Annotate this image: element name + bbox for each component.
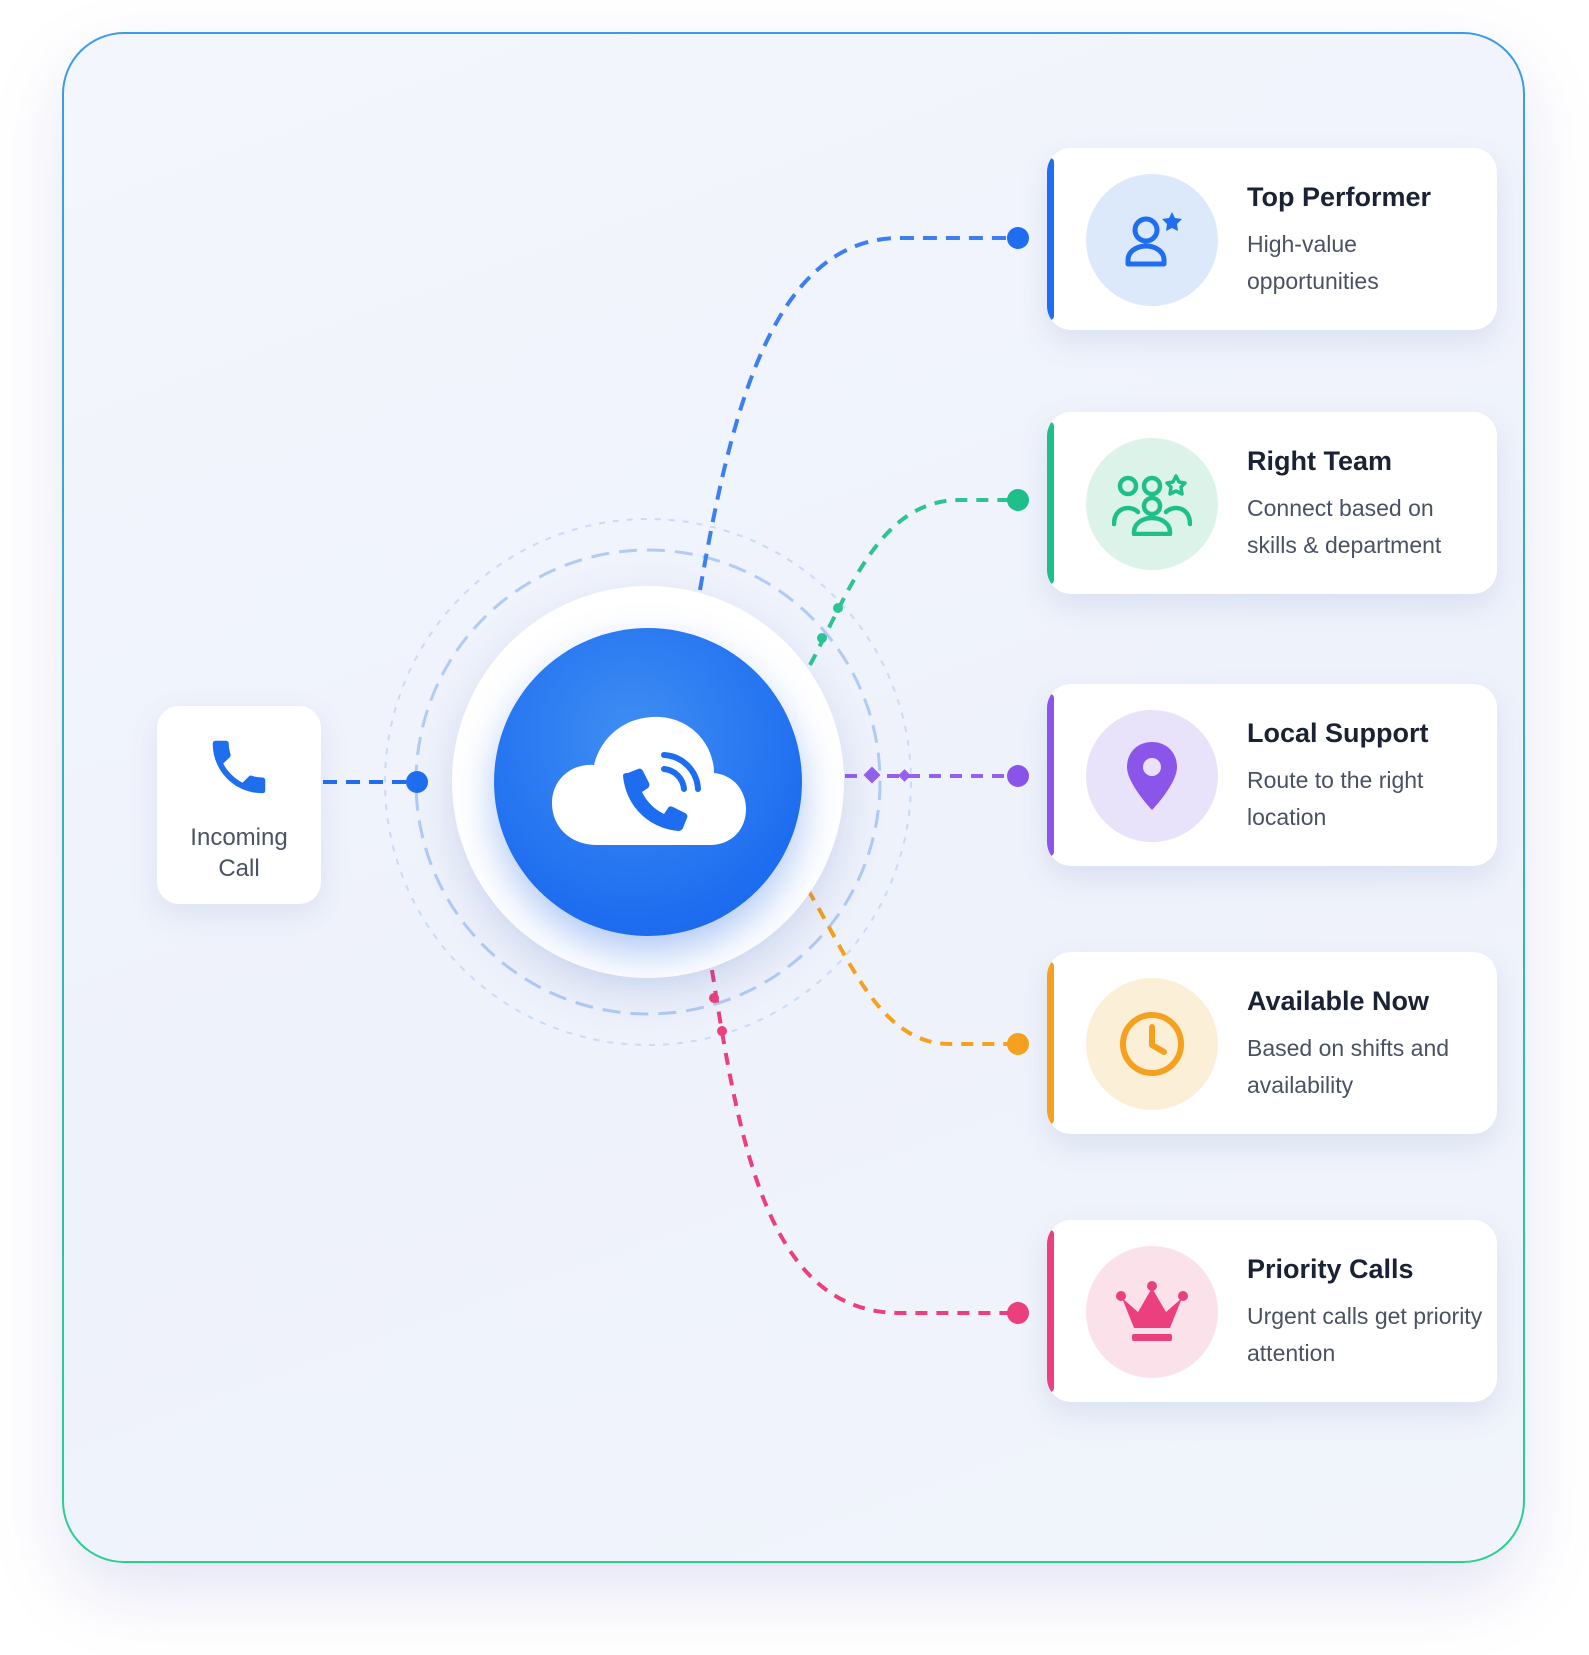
user-star-icon: [1125, 212, 1182, 267]
right-team-icon-badge: [1086, 438, 1218, 570]
location-pin-icon: [1127, 742, 1177, 810]
card-accent-bar: [1047, 422, 1054, 584]
card-description: Route to the right location: [1247, 767, 1424, 830]
destination-card-top-performer: Top Performer High-value opportunities: [1047, 148, 1497, 330]
clock-icon: [1120, 1012, 1184, 1076]
destination-card-right-team: Right Team Connect based on skills & dep…: [1047, 412, 1497, 594]
card-accent-bar: [1047, 158, 1054, 320]
card-title: Right Team: [1247, 446, 1393, 476]
local-support-icon-badge: [1086, 710, 1218, 842]
card-title: Top Performer: [1247, 182, 1432, 212]
card-title: Local Support: [1247, 718, 1429, 748]
destination-card-available-now: Available Now Based on shifts and availa…: [1047, 952, 1497, 1134]
top-performer-icon-badge: [1086, 174, 1218, 306]
card-description: Urgent calls get priority attention: [1247, 1303, 1483, 1366]
card-accent-bar: [1047, 694, 1054, 856]
phone-icon: [212, 740, 266, 794]
card-title: Available Now: [1247, 986, 1430, 1016]
available-now-icon-badge: [1086, 978, 1218, 1110]
card-description: High-value opportunities: [1247, 231, 1379, 294]
team-icon: [1112, 474, 1192, 536]
card-description: Based on shifts and availability: [1247, 1035, 1450, 1098]
card-accent-bar: [1047, 1230, 1054, 1392]
destination-card-priority-calls: Priority Calls Urgent calls get priority…: [1047, 1220, 1497, 1402]
card-description: Connect based on skills & department: [1247, 495, 1442, 558]
card-accent-bar: [1047, 962, 1054, 1124]
priority-calls-icon-badge: [1086, 1246, 1218, 1378]
cloud-phone-icon: [552, 716, 746, 845]
incoming-call-card: Incoming Call: [157, 706, 321, 904]
destination-card-local-support: Local Support Route to the right locatio…: [1047, 684, 1497, 866]
card-title: Priority Calls: [1247, 1254, 1414, 1284]
incoming-call-label: Incoming Call: [190, 824, 288, 882]
crown-icon: [1116, 1281, 1188, 1341]
routing-hub: [494, 628, 802, 936]
